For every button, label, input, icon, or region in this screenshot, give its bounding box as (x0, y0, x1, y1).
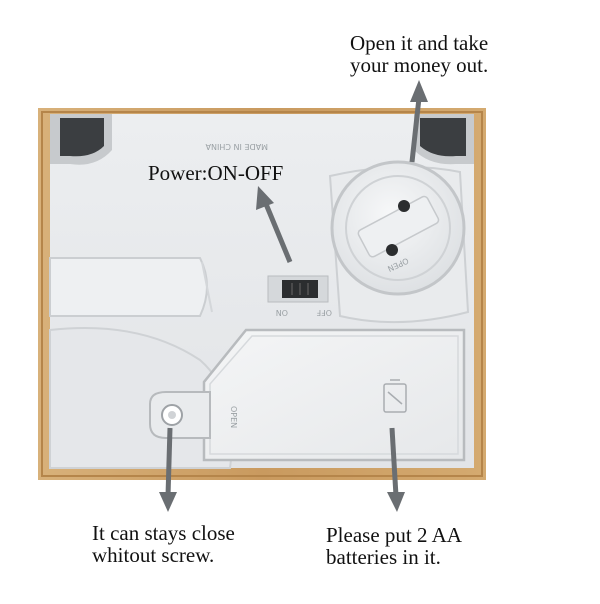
made-in-imprint: MADE IN CHINA (205, 142, 268, 151)
arrow-batteries (387, 427, 405, 512)
latch-open-imprint: OPEN (229, 406, 238, 428)
arrow-power (256, 186, 293, 263)
arrow-close (159, 427, 177, 512)
battery-lid[interactable] (202, 328, 466, 462)
switch-off-label: OFF (316, 308, 332, 317)
switch-on-label: ON (276, 308, 288, 317)
caption-close: It can stays close whitout screw. (92, 521, 235, 567)
coin-cap-grip (357, 195, 440, 258)
arrow-open (409, 80, 428, 163)
caption-open: Open it and take your money out. (350, 31, 489, 77)
caption-batteries: Please put 2 AA batteries in it. (326, 523, 462, 569)
battery-imprint-icon (383, 379, 407, 413)
caption-power: Power:ON-OFF (148, 161, 284, 185)
hanging-slot (49, 257, 208, 317)
